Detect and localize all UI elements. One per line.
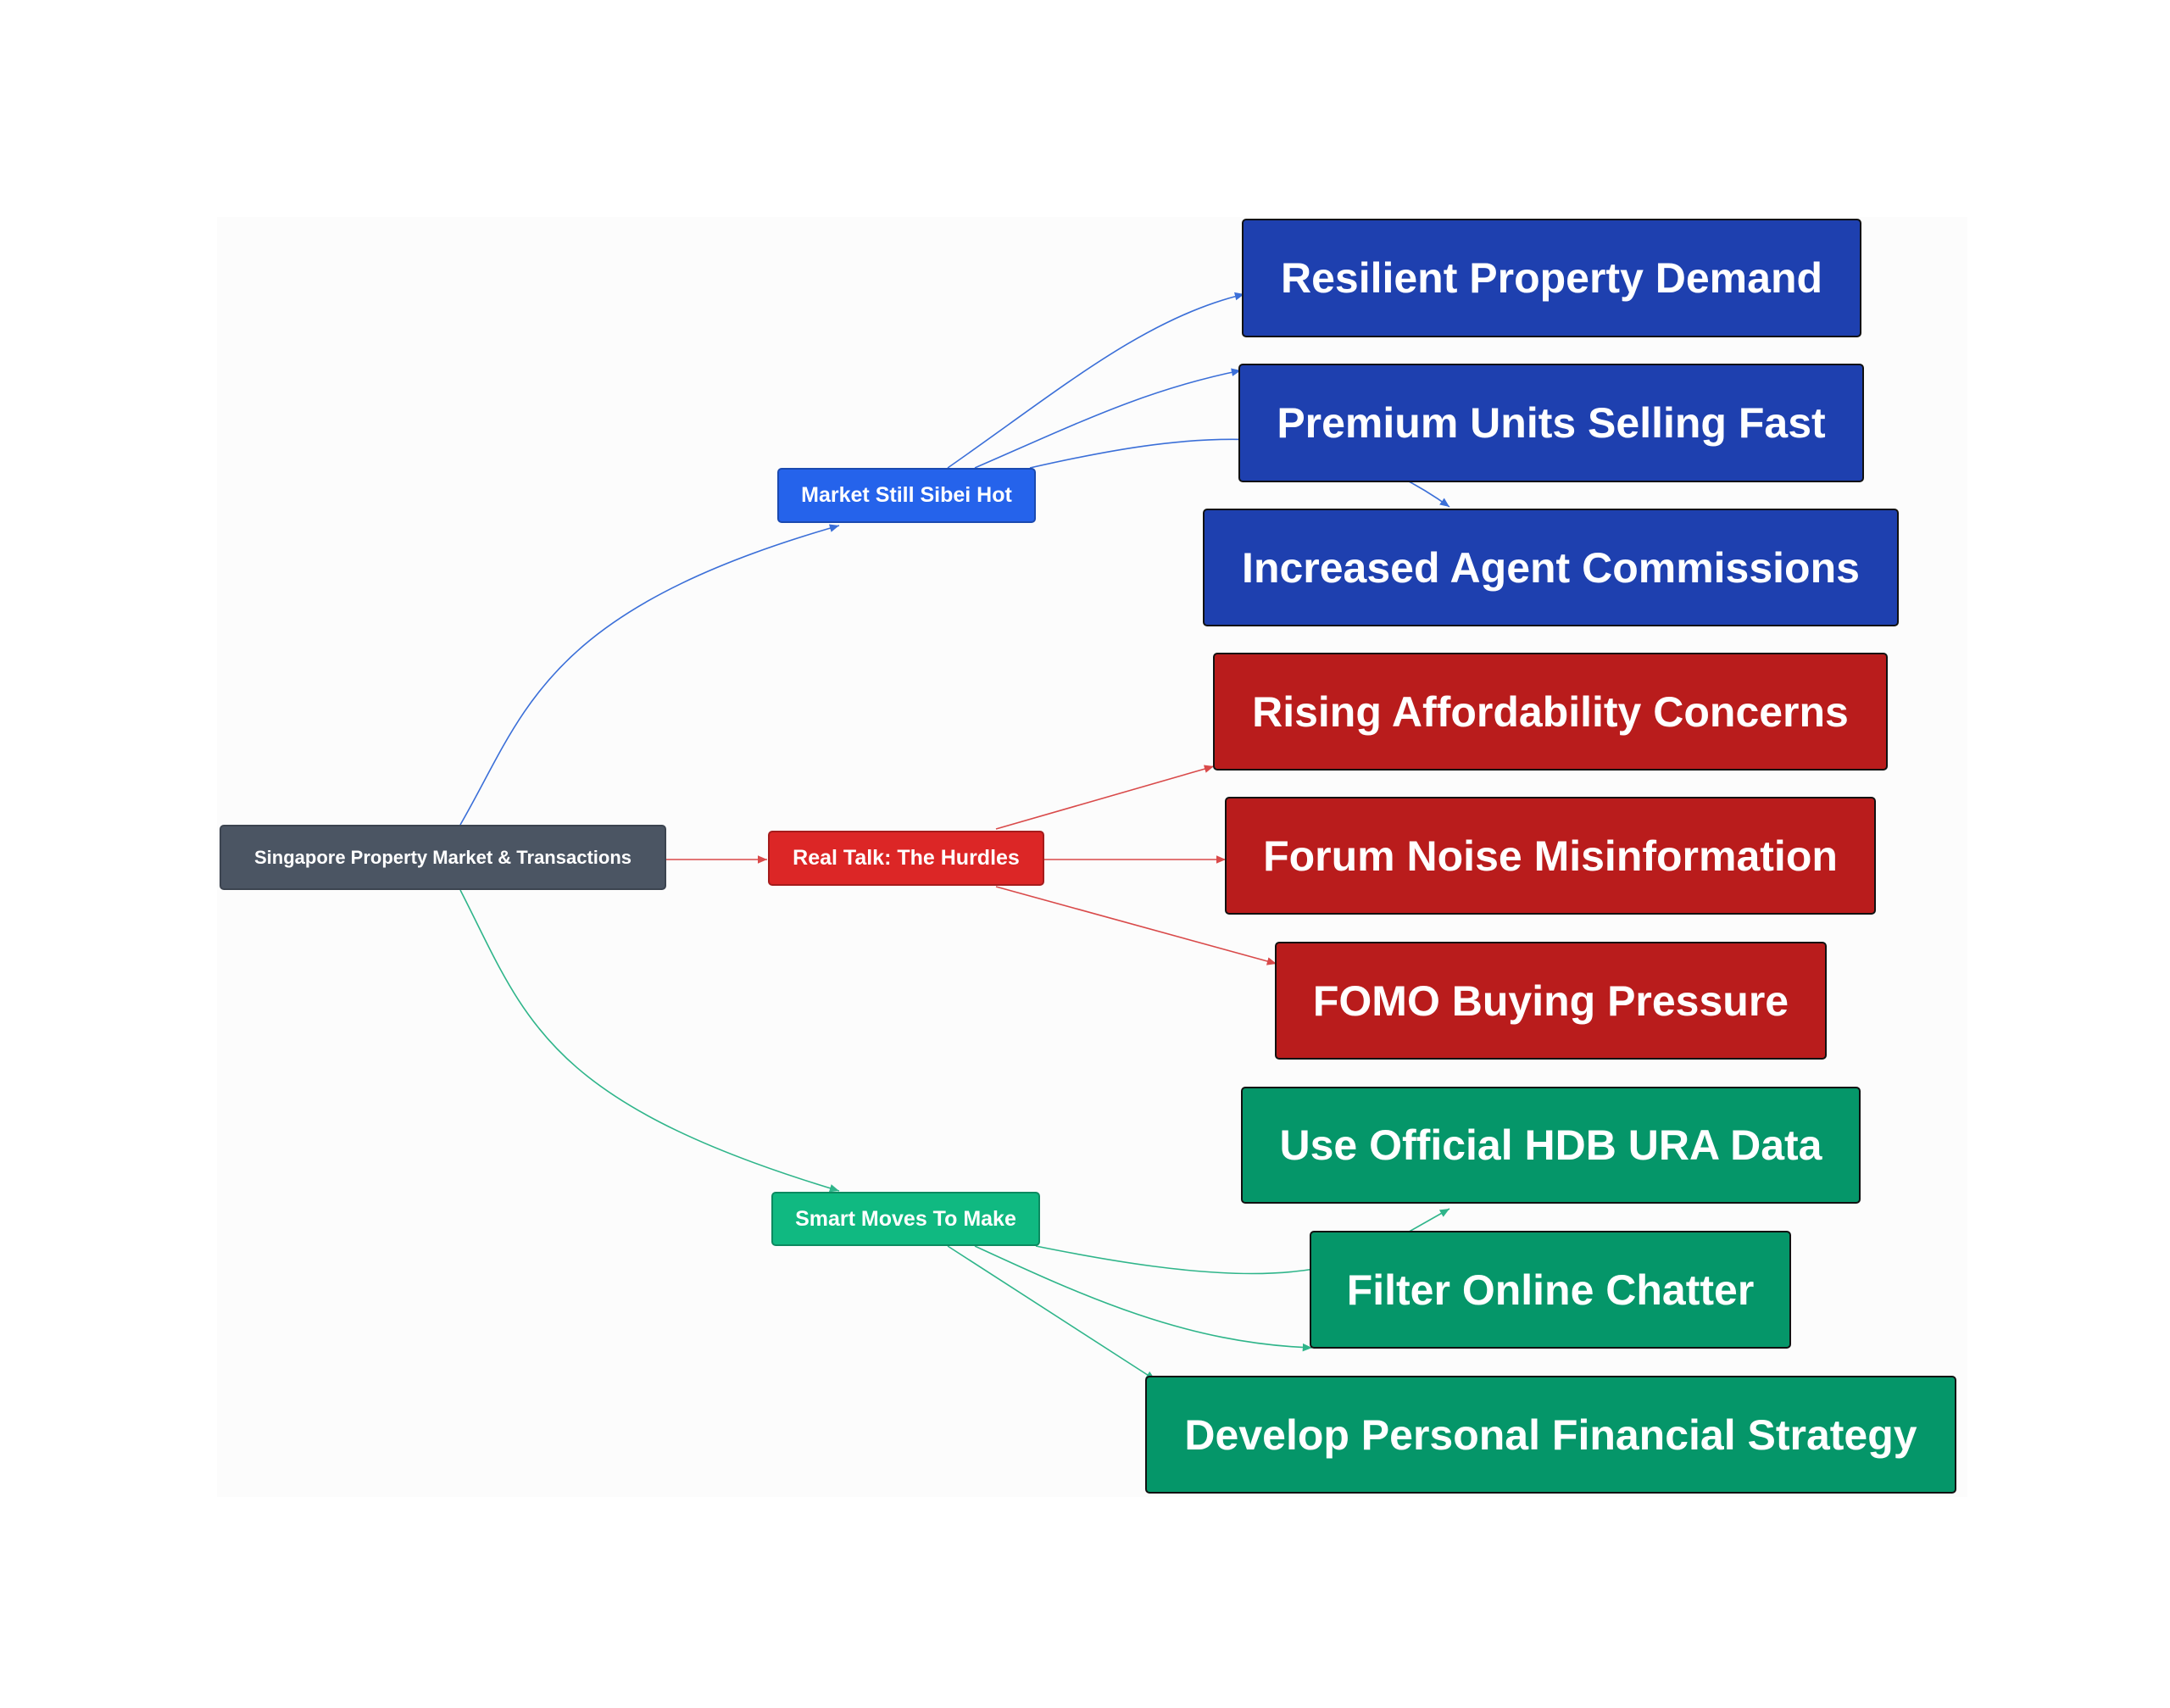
branch-market-still-sibei-hot[interactable]: Market Still Sibei Hot <box>777 468 1036 523</box>
edge-hurdles-to-affordability <box>995 765 1215 830</box>
leaf-fomo-buying-pressure[interactable]: FOMO Buying Pressure <box>1275 942 1827 1060</box>
leaf-resilient-property-demand[interactable]: Resilient Property Demand <box>1242 219 1861 337</box>
branch-smart-moves[interactable]: Smart Moves To Make <box>771 1192 1040 1246</box>
leaf-use-official-hdb-ura-data[interactable]: Use Official HDB URA Data <box>1241 1087 1861 1204</box>
edge-root-to-smart <box>459 889 840 1193</box>
edge-market-to-resilient <box>947 292 1245 469</box>
edge-smart-to-strategy <box>947 1245 1156 1381</box>
edge-hurdles-to-fomo <box>995 886 1277 965</box>
leaf-increased-agent-commissions[interactable]: Increased Agent Commissions <box>1203 509 1899 626</box>
leaf-rising-affordability-concerns[interactable]: Rising Affordability Concerns <box>1213 653 1888 771</box>
edge-root-to-market <box>459 524 840 826</box>
edge-market-to-premium <box>974 368 1242 469</box>
leaf-develop-personal-financial-strategy[interactable]: Develop Personal Financial Strategy <box>1145 1376 1956 1494</box>
leaf-filter-online-chatter[interactable]: Filter Online Chatter <box>1310 1231 1791 1349</box>
edge-smart-to-filter <box>974 1245 1313 1352</box>
branch-real-talk-hurdles[interactable]: Real Talk: The Hurdles <box>768 831 1044 886</box>
leaf-forum-noise-misinformation[interactable]: Forum Noise Misinformation <box>1225 797 1876 915</box>
leaf-premium-units-selling-fast[interactable]: Premium Units Selling Fast <box>1238 364 1864 482</box>
root-node[interactable]: Singapore Property Market & Transactions <box>220 825 666 890</box>
